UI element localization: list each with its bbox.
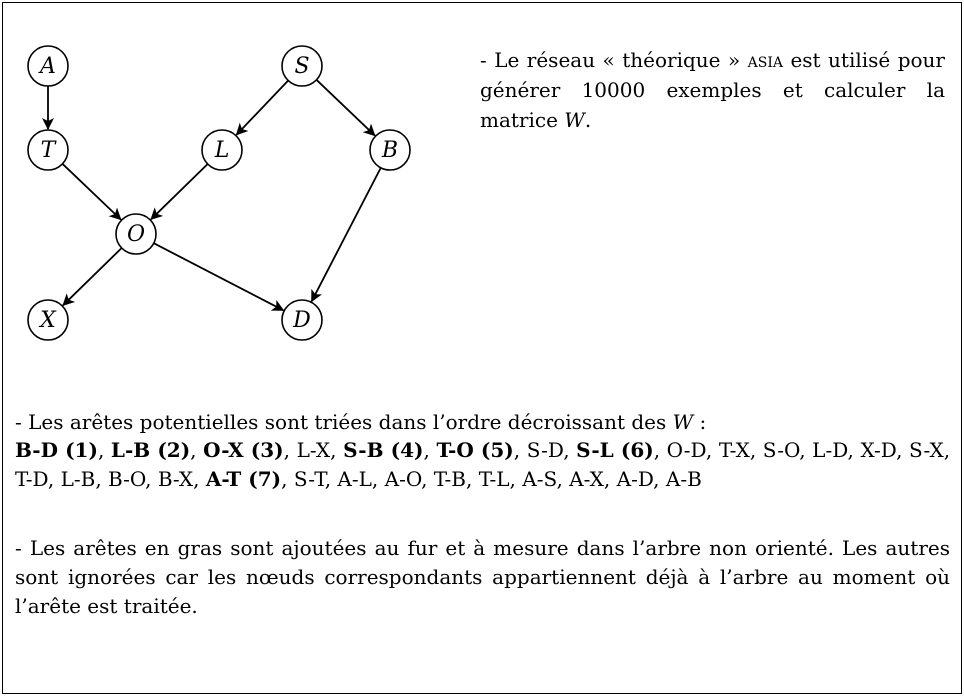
description-prefix: - Le réseau « théorique » (480, 48, 748, 72)
node-circle (201, 129, 243, 171)
edge-item: S-O (762, 438, 800, 462)
node-T: T (27, 129, 69, 171)
node-label: S (294, 54, 309, 79)
edge-item: A-X (569, 467, 604, 491)
edge-item: S-D (526, 438, 564, 462)
edge-item: A-D (616, 467, 654, 491)
node-label: L (214, 138, 230, 163)
edge-item: A-T (7) (205, 467, 282, 491)
edge-item: T-D (15, 467, 48, 491)
node-circle (115, 213, 157, 255)
edge-item: B-X (157, 467, 194, 491)
node-L: L (201, 129, 243, 171)
edge-item: L-X (296, 438, 331, 462)
matrix-symbol: W (564, 108, 585, 132)
nodes-layer: A S T L B O X D (27, 45, 411, 341)
bayesian-network-diagram: A S T L B O X D (27, 45, 411, 341)
node-S: S (281, 45, 323, 87)
node-label: O (127, 222, 145, 247)
edge-item: T-X (718, 438, 750, 462)
edges-layer (42, 79, 382, 312)
edge-item: T-O (5) (436, 438, 514, 462)
node-O: O (115, 213, 157, 255)
edge-T-O (61, 163, 122, 221)
edge-item: S-B (4) (343, 438, 424, 462)
edge-item: S-X (909, 438, 944, 462)
edge-L-O (150, 163, 209, 221)
edge-item: A-L (337, 467, 372, 491)
edges-intro-suffix: : (693, 410, 707, 434)
sorted-edge-list: B-D (1), L-B (2), O-X (3), L-X, S-B (4),… (15, 438, 951, 491)
node-circle (27, 129, 69, 171)
edge-item: L-D (812, 438, 848, 462)
node-B: B (369, 129, 411, 171)
edge-item: A-S (522, 467, 557, 491)
edge-item: B-D (1) (15, 438, 98, 462)
note-paragraph: - Les arêtes en gras sont ajoutées au fu… (15, 536, 950, 618)
node-X: X (27, 299, 69, 341)
edge-item: X-D (860, 438, 897, 462)
edge-item: T-L (478, 467, 510, 491)
edge-item: B-O (108, 467, 146, 491)
network-name: asia (747, 48, 783, 72)
node-circle (369, 129, 411, 171)
node-label: B (381, 138, 398, 163)
description-middle: est utilisé pour générer 10000 exemples … (480, 48, 945, 132)
node-A: A (27, 45, 69, 87)
node-circle (281, 299, 323, 341)
edge-S-B (315, 79, 376, 137)
edges-intro: - Les arêtes potentielles sont triées da… (15, 408, 950, 437)
edge-item: L-B (60, 467, 96, 491)
node-label: A (38, 54, 56, 79)
edge-item: O-D (666, 438, 706, 462)
edge-item: O-X (3) (203, 438, 284, 462)
edge-item: T-B (433, 467, 466, 491)
edge-item: A-B (665, 467, 702, 491)
node-label: T (41, 138, 58, 163)
node-circle (27, 45, 69, 87)
edges-intro-text: - Les arêtes potentielles sont triées da… (15, 410, 673, 434)
edges-intro-matrix: W (672, 410, 694, 434)
node-label: X (38, 308, 57, 333)
edge-B-D (310, 167, 382, 303)
node-circle (281, 45, 323, 87)
description-suffix: . (584, 108, 592, 132)
edge-O-X (62, 247, 123, 307)
node-D: D (281, 299, 323, 341)
edge-item: A-O (384, 467, 422, 491)
edge-O-D (153, 242, 285, 312)
edge-item: L-B (2) (110, 438, 191, 462)
edge-item: S-T (293, 467, 325, 491)
node-label: D (292, 308, 311, 333)
edge-item: S-L (6) (576, 438, 654, 462)
edge-S-L (235, 79, 289, 136)
network-description: - Le réseau « théorique » asia est utili… (480, 45, 945, 135)
node-circle (27, 299, 69, 341)
